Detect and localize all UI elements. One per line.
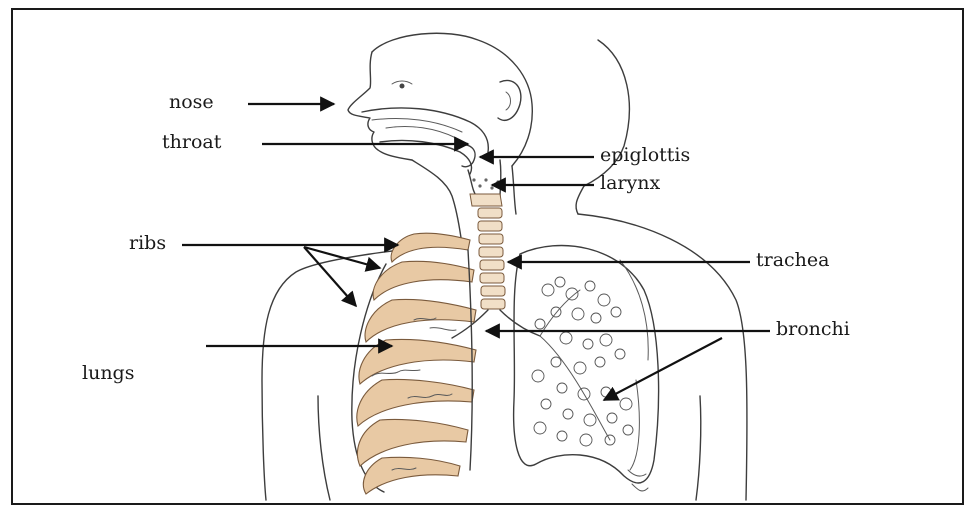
- arrow-bronchi-2: [604, 338, 722, 400]
- trachea-shape: [478, 208, 505, 309]
- arrow-ribs-3: [304, 247, 356, 306]
- label-epiglottis: epiglottis: [600, 146, 690, 165]
- label-nose: nose: [169, 93, 214, 112]
- label-lungs: lungs: [82, 364, 134, 383]
- alveoli-cluster: [532, 277, 633, 446]
- lung-right: [514, 246, 659, 491]
- rib-set: [357, 233, 476, 494]
- rib-cage: [352, 233, 476, 494]
- label-larynx: larynx: [600, 174, 660, 193]
- label-throat: throat: [162, 133, 221, 152]
- label-trachea: trachea: [756, 251, 830, 270]
- label-ribs: ribs: [129, 234, 166, 253]
- label-bronchi: bronchi: [776, 320, 850, 339]
